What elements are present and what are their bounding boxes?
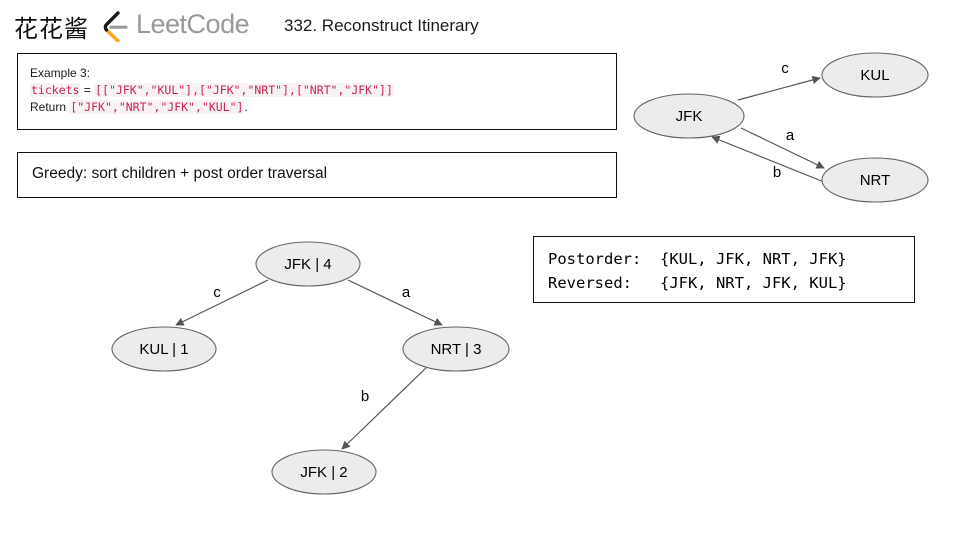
greedy-approach-text: Greedy: sort children + post order trave… bbox=[32, 165, 328, 182]
tickets-line: tickets = [["JFK","KUL"],["JFK","NRT"],[… bbox=[30, 82, 394, 99]
tree-edge-root-nrt bbox=[347, 279, 443, 326]
example-label: Example 3: bbox=[30, 66, 91, 80]
page-title: 332. Reconstruct Itinerary bbox=[284, 16, 479, 35]
tree-edge-label-c: c bbox=[213, 284, 221, 301]
tree-node-jfk2-label: JFK | 2 bbox=[300, 464, 347, 481]
itinerary-graph-diagram: c a b JFK KUL NRT bbox=[633, 52, 929, 203]
brand-name-chinese: 花花酱 bbox=[14, 15, 89, 43]
graph-node-kul-label: KUL bbox=[860, 67, 889, 84]
postorder-tree-diagram: c a b JFK | 4 KUL | 1 NRT | 3 JFK | 2 bbox=[111, 241, 510, 495]
tree-node-nrt3-label: NRT | 3 bbox=[431, 341, 482, 358]
return-value: ["JFK","NRT","JFK","KUL"] bbox=[69, 100, 245, 114]
leetcode-logo-icon bbox=[103, 11, 128, 42]
tree-edge-nrt-jfk bbox=[341, 366, 428, 450]
tickets-key: tickets bbox=[30, 83, 81, 97]
return-line: Return ["JFK","NRT","JFK","KUL"]. bbox=[30, 99, 394, 116]
postorder-content: Postorder: {KUL, JFK, NRT, JFK} Reversed… bbox=[548, 247, 847, 295]
graph-node-nrt: NRT bbox=[821, 157, 929, 203]
postorder-result-box: Postorder: {KUL, JFK, NRT, JFK} Reversed… bbox=[533, 236, 915, 303]
tree-edge-root-kul bbox=[175, 279, 269, 326]
tree-node-kul1-label: KUL | 1 bbox=[139, 341, 188, 358]
graph-node-kul: KUL bbox=[821, 52, 929, 98]
tree-node-root: JFK | 4 bbox=[255, 241, 361, 287]
tree-node-root-label: JFK | 4 bbox=[284, 256, 331, 273]
graph-node-nrt-label: NRT bbox=[860, 172, 891, 189]
tree-node-jfk2: JFK | 2 bbox=[271, 449, 377, 495]
graph-edge-label-c: c bbox=[781, 60, 789, 77]
tree-edge-label-a: a bbox=[402, 284, 411, 301]
example-label-line: Example 3: bbox=[30, 65, 394, 82]
graph-edge-label-a: a bbox=[786, 127, 795, 144]
graph-edge-label-b: b bbox=[773, 164, 781, 181]
return-period: . bbox=[244, 100, 248, 114]
tree-node-nrt3: NRT | 3 bbox=[402, 326, 510, 372]
page-header: 花花酱 LeetCode 332. Reconstruct Itinerary bbox=[0, 0, 960, 46]
leetcode-logo: LeetCode bbox=[98, 9, 274, 42]
leetcode-wordmark: LeetCode bbox=[136, 9, 250, 39]
graph-edge-jfk-kul bbox=[737, 75, 821, 101]
tree-node-kul1: KUL | 1 bbox=[111, 326, 217, 372]
tickets-equals: = bbox=[80, 83, 95, 97]
tickets-value: [["JFK","KUL"],["JFK","NRT"],["NRT","JFK… bbox=[94, 83, 394, 97]
graph-node-jfk-label: JFK bbox=[676, 108, 703, 125]
reversed-line: Reversed: {JFK, NRT, JFK, KUL} bbox=[548, 274, 847, 292]
return-label: Return bbox=[30, 100, 70, 114]
graph-edge-nrt-jfk bbox=[711, 135, 825, 183]
greedy-approach-box: Greedy: sort children + post order trave… bbox=[17, 152, 617, 198]
tree-edge-label-b: b bbox=[361, 388, 369, 405]
postorder-line: Postorder: {KUL, JFK, NRT, JFK} bbox=[548, 250, 847, 268]
example-box: Example 3: tickets = [["JFK","KUL"],["JF… bbox=[17, 53, 617, 130]
graph-node-jfk: JFK bbox=[633, 93, 745, 139]
example-content: Example 3: tickets = [["JFK","KUL"],["JF… bbox=[30, 65, 394, 116]
graph-edge-jfk-nrt bbox=[740, 127, 825, 169]
